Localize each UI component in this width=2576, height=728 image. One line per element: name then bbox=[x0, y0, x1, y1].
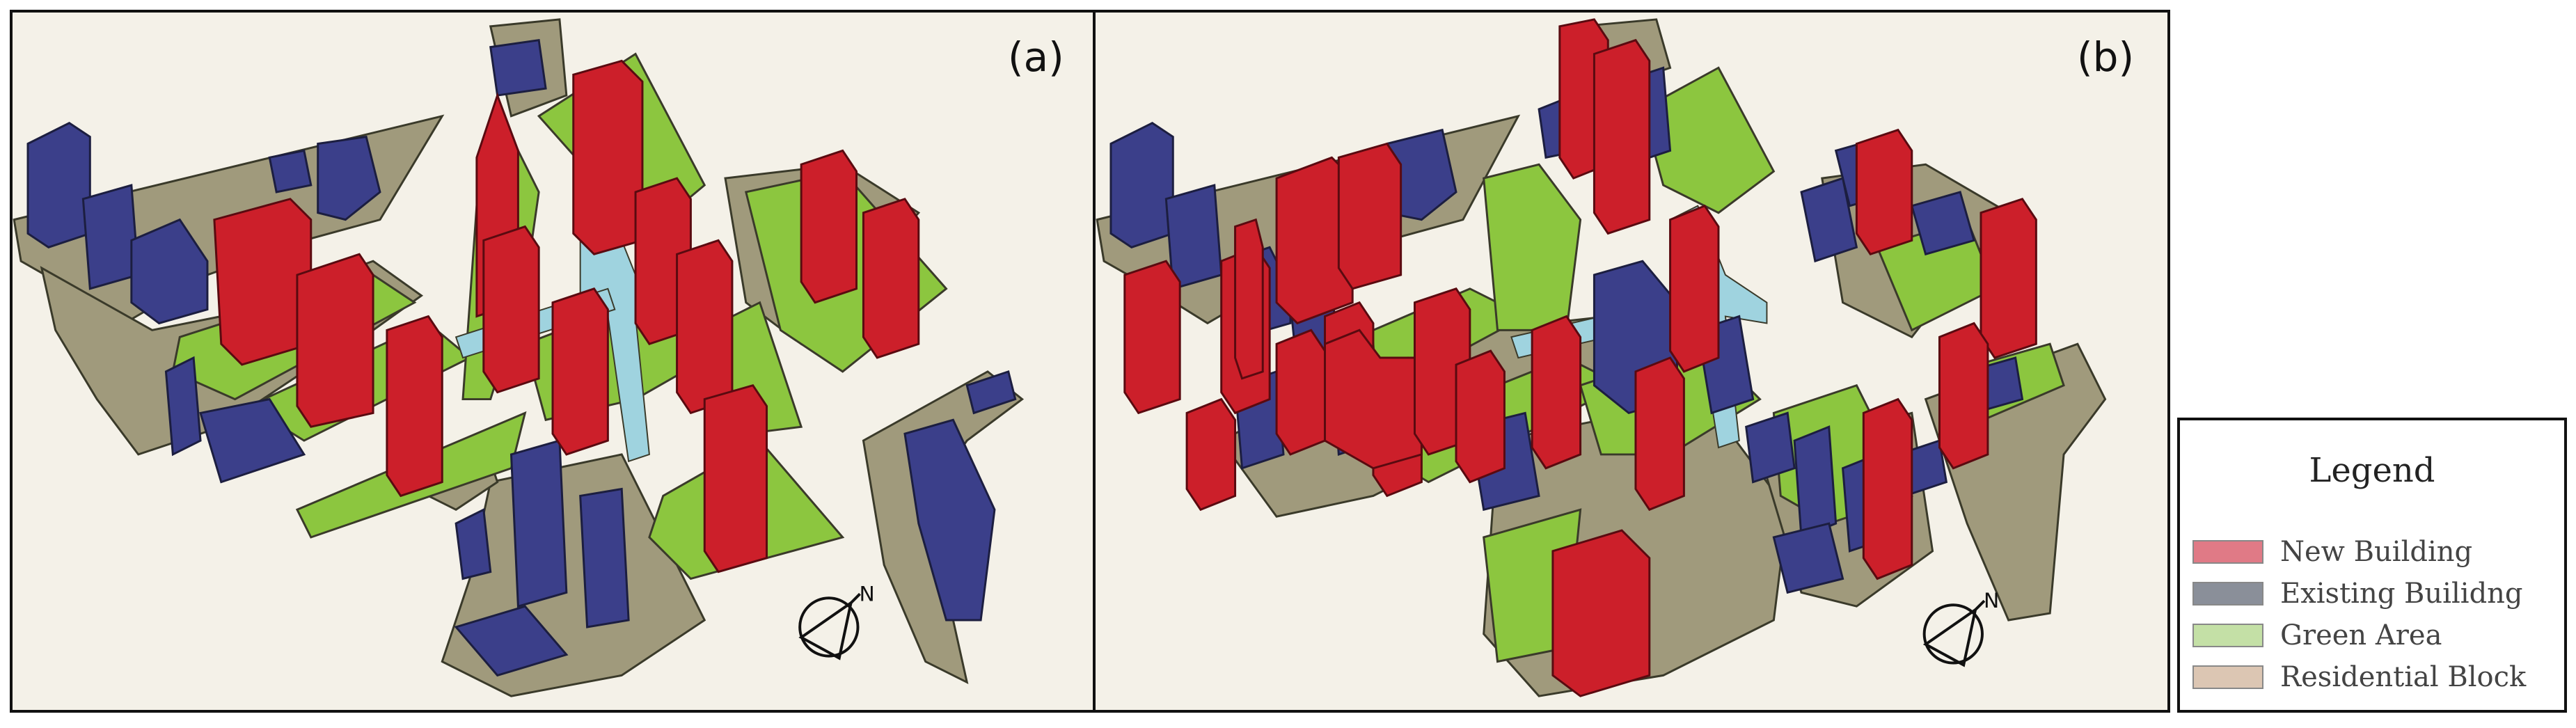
panel-b: N (b) bbox=[1093, 10, 2170, 713]
existing-building bbox=[454, 605, 569, 677]
legend-swatch bbox=[2192, 665, 2263, 689]
existing-building bbox=[489, 38, 547, 97]
new-building bbox=[1531, 315, 1582, 470]
new-building bbox=[862, 198, 920, 359]
new-building bbox=[1185, 397, 1237, 512]
north-arrow-icon bbox=[798, 592, 861, 660]
new-building bbox=[1980, 198, 2037, 359]
new-building bbox=[1669, 204, 1720, 373]
legend-label: Existing Builidng bbox=[2280, 578, 2523, 610]
new-buildings bbox=[213, 59, 920, 573]
north-arrow-icon bbox=[1922, 599, 1986, 667]
new-building bbox=[572, 59, 644, 255]
new-building bbox=[386, 315, 443, 498]
existing-building bbox=[1910, 191, 1975, 256]
green-area bbox=[1641, 66, 1776, 214]
north-label: N bbox=[1984, 589, 1999, 613]
scheme-a-map: N bbox=[13, 18, 1025, 697]
existing-building bbox=[130, 218, 209, 325]
green-area bbox=[1483, 163, 1582, 331]
legend: Legend New Building Existing Builidng Gr… bbox=[2177, 418, 2567, 713]
scheme-b-map: N bbox=[1096, 18, 2107, 697]
existing-building bbox=[81, 184, 140, 290]
new-building bbox=[676, 239, 734, 415]
new-building bbox=[1855, 128, 1913, 255]
new-building bbox=[1123, 260, 1181, 415]
new-building bbox=[1634, 356, 1685, 512]
existing-building bbox=[1800, 177, 1858, 263]
panel-label-b: (b) bbox=[2077, 33, 2135, 81]
new-building bbox=[551, 287, 609, 456]
existing-building bbox=[903, 418, 996, 622]
legend-label: New Building bbox=[2280, 536, 2473, 568]
new-building bbox=[703, 383, 768, 573]
panel-a: N (a) bbox=[10, 10, 1096, 713]
existing-building bbox=[199, 397, 306, 484]
legend-swatch bbox=[2192, 624, 2263, 647]
new-building bbox=[1275, 156, 1354, 325]
legend-label: Residential Block bbox=[2280, 661, 2527, 693]
existing-building bbox=[579, 487, 630, 628]
existing-building bbox=[965, 370, 1017, 415]
north-label: N bbox=[859, 582, 874, 606]
new-building bbox=[296, 253, 374, 428]
existing-building bbox=[268, 149, 313, 193]
existing-building bbox=[164, 356, 202, 457]
existing-building bbox=[1109, 122, 1174, 248]
new-building bbox=[1337, 142, 1402, 290]
existing-building bbox=[317, 135, 381, 221]
existing-building bbox=[509, 439, 568, 608]
new-building bbox=[1938, 322, 1989, 470]
new-building bbox=[1593, 38, 1651, 235]
existing-building bbox=[1745, 411, 1796, 484]
panel-label-a: (a) bbox=[1008, 33, 1064, 81]
new-building bbox=[1234, 218, 1264, 380]
existing-building bbox=[455, 508, 492, 580]
new-building bbox=[1275, 329, 1327, 456]
new-building bbox=[1551, 529, 1651, 697]
legend-label: Green Area bbox=[2280, 619, 2442, 651]
existing-building bbox=[26, 122, 91, 248]
new-buildings bbox=[1123, 18, 2037, 697]
legend-swatch bbox=[2192, 540, 2263, 564]
new-building bbox=[1862, 397, 1913, 580]
new-building bbox=[482, 225, 540, 394]
existing-buildings bbox=[26, 38, 1017, 677]
new-building bbox=[800, 149, 858, 304]
legend-swatch bbox=[2192, 582, 2263, 606]
legend-title: Legend bbox=[2309, 451, 2435, 490]
existing-building bbox=[1772, 522, 1844, 594]
new-building bbox=[1455, 349, 1506, 484]
existing-building bbox=[1793, 425, 1838, 539]
